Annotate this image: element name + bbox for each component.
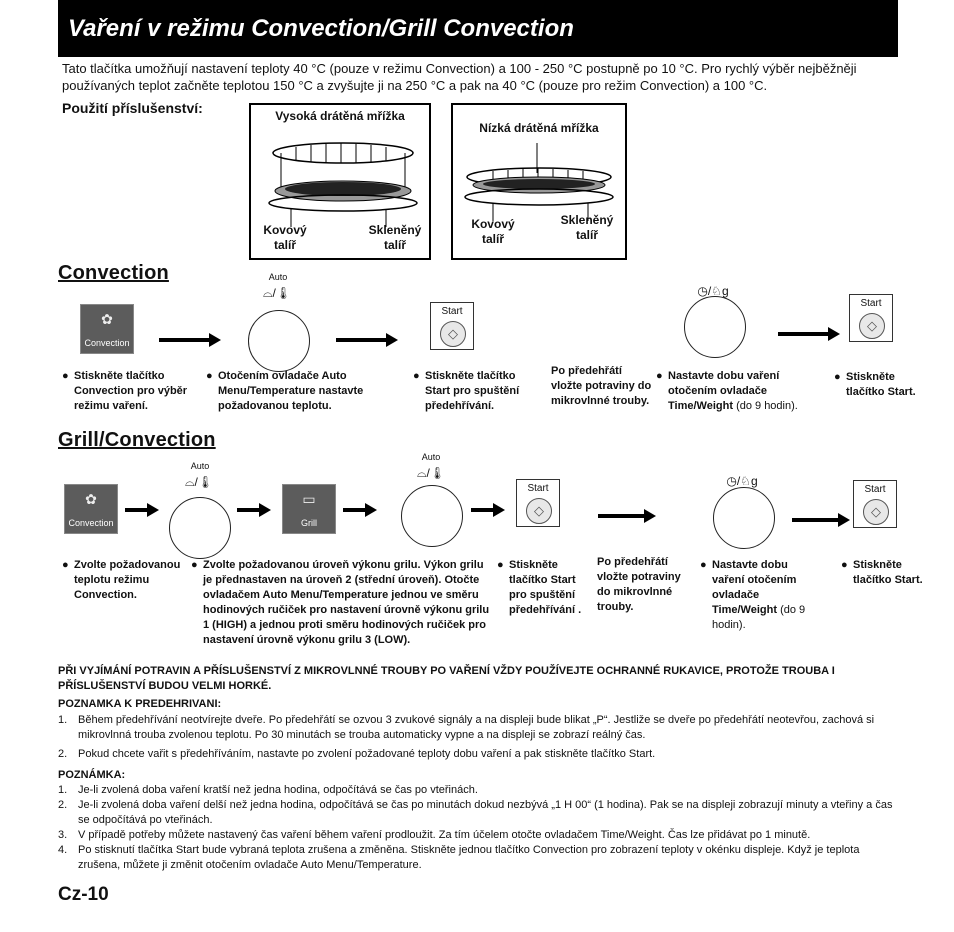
grill-step-1: ●Zvolte požadovanou teplotu režimu Conve… — [62, 559, 181, 601]
start-button[interactable]: Start — [516, 479, 560, 527]
convection-step-4: Po předehřátí vložte potraviny do mikrov… — [551, 365, 652, 407]
low-rack-glass-tray-label: Skleněný talíř — [560, 213, 614, 242]
auto-menu-temperature-dial[interactable] — [248, 310, 310, 372]
convection-step-2: ●Otočením ovladače Auto Menu/Temperature… — [206, 370, 364, 412]
list-item: 3.V případě potřeby můžete nastavený čas… — [58, 829, 811, 841]
auto-menu-temperature-dial[interactable] — [169, 497, 231, 559]
warning-text: PŘI VYJÍMÁNÍ POTRAVIN A PŘÍSLUŠENSTVÍ Z … — [58, 665, 835, 692]
arrow-icon — [159, 333, 221, 347]
page-title: Vaření v režimu Convection/Grill Convect… — [68, 15, 574, 42]
start-icon — [859, 313, 885, 339]
list-item: 4.Po stisknutí tlačítka Start bude vybra… — [58, 844, 860, 871]
auto-label: Auto — [190, 461, 210, 471]
start-icon — [526, 498, 552, 524]
list-item: 2.Je-li zvolená doba vaření delší než je… — [58, 799, 893, 826]
general-note: POZNÁMKA: 1.Je-li zvolená doba vaření kr… — [58, 768, 904, 873]
convection-heading: Convection — [58, 262, 169, 284]
grill-step-6: ●Stiskněte tlačítko Start. — [841, 559, 923, 586]
preheat-note-heading: POZNAMKA K PREDEHRIVANI: — [58, 698, 222, 710]
start-button[interactable]: Start — [430, 302, 474, 350]
auto-menu-temperature-dial[interactable] — [401, 485, 463, 547]
arrow-icon — [598, 509, 656, 523]
high-rack-illustration — [268, 142, 418, 227]
convection-step-1: ●Stiskněte tlačítko Convection pro výběr… — [62, 370, 188, 412]
grill-convection-heading: Grill/Convection — [58, 429, 216, 451]
convection-button[interactable]: ✿ Convection — [64, 484, 118, 534]
fan-icon: ✿ — [85, 491, 97, 507]
grill-step-3: ●Stiskněte tlačítko Start pro spuštění p… — [497, 559, 582, 616]
title-bar: Vaření v režimu Convection/Grill Convect… — [58, 0, 898, 57]
arrow-icon — [792, 513, 850, 527]
start-button[interactable]: Start — [853, 480, 897, 528]
preheat-note: POZNAMKA K PREDEHRIVANI: 1.Během předehř… — [58, 697, 904, 762]
fan-icon: ✿ — [101, 311, 113, 327]
arrow-icon — [471, 503, 505, 517]
convection-button[interactable]: ✿ Convection — [80, 304, 134, 354]
list-item: 1.Je-li zvolená doba vaření kratší než j… — [58, 784, 478, 796]
temperature-icon: ⌓/🌡 — [262, 286, 292, 300]
high-rack-metal-tray-label: Kovový talíř — [263, 223, 307, 252]
note-heading: POZNÁMKA: — [58, 769, 126, 781]
convection-step-6: ●Stiskněte tlačítko Start. — [834, 371, 916, 398]
intro-text: Tato tlačítka umožňují nastavení teploty… — [62, 61, 857, 93]
arrow-icon — [778, 327, 840, 341]
convection-step-3: ●Stiskněte tlačítko Start pro spuštění p… — [413, 370, 520, 412]
low-rack-title: Nízká drátěná mřížka — [479, 121, 599, 135]
time-weight-dial[interactable] — [713, 487, 775, 549]
start-button[interactable]: Start — [849, 294, 893, 342]
arrow-icon — [237, 503, 271, 517]
arrow-icon — [343, 503, 377, 517]
grill-icon: ▭ — [302, 491, 316, 507]
temperature-icon: ⌓/🌡 — [416, 466, 446, 480]
high-rack-box: Vysoká drátěná mřížka Kovový talíř Sklen… — [249, 103, 431, 260]
auto-label: Auto — [421, 452, 441, 462]
page-number: Cz-10 — [58, 884, 109, 905]
time-weight-dial[interactable] — [684, 296, 746, 358]
high-rack-title: Vysoká drátěná mřížka — [275, 109, 405, 123]
time-weight-icon: ◷/♘g — [697, 284, 729, 298]
high-rack-glass-tray-label: Skleněný talíř — [368, 223, 422, 252]
grill-step-4: Po předehřátí vložte potraviny do mikrov… — [597, 556, 681, 613]
arrow-icon — [336, 333, 398, 347]
list-item: 1.Během předehřívání neotvírejte dveře. … — [58, 714, 875, 741]
time-weight-icon: ◷/♘g — [726, 474, 758, 488]
grill-step-2: ●Zvolte požadovanou úroveň výkonu grilu.… — [191, 559, 490, 646]
grill-step-5: ●Nastavte dobu vaření otočením ovladače … — [700, 559, 806, 631]
low-rack-illustration — [464, 143, 614, 221]
temperature-icon: ⌓/🌡 — [184, 475, 214, 489]
list-item: 2.Pokud chcete vařit s předehříváním, na… — [58, 748, 656, 760]
low-rack-box: Nízká drátěná mřížka Kovový talíř Skleně… — [451, 103, 627, 260]
start-icon — [863, 499, 889, 525]
low-rack-metal-tray-label: Kovový talíř — [471, 217, 515, 246]
start-icon — [440, 321, 466, 347]
grill-button[interactable]: ▭ Grill — [282, 484, 336, 534]
convection-step-5: ●Nastavte dobu vaření otočením ovladače … — [656, 370, 798, 412]
accessories-label: Použití příslušenství: — [62, 100, 203, 116]
arrow-icon — [125, 503, 159, 517]
auto-label: Auto — [268, 272, 288, 282]
